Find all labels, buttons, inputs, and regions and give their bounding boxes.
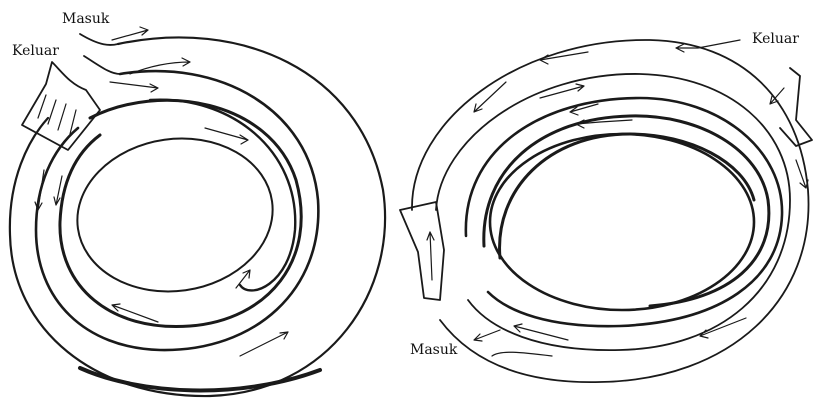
flow-arrow-icon: [540, 84, 584, 98]
right-outer-wall: [412, 40, 809, 382]
flow-arrow-icon: [110, 82, 158, 92]
flow-arrow-icon: [240, 332, 288, 356]
right-wall-3: [466, 98, 782, 326]
left-outer-wall-thick-bottom: [80, 368, 320, 390]
flow-arrow-icon: [700, 318, 746, 338]
right-spiral-diagram: [400, 40, 812, 382]
flow-arrow-icon: [474, 82, 506, 112]
flow-arrow-icon: [236, 270, 250, 288]
left-spiral-diagram: [10, 27, 385, 396]
flow-arrow-icon: [112, 27, 148, 40]
left-outlet-hatch: [38, 95, 76, 134]
left-inner-chamber: [67, 126, 282, 304]
flow-arrow-icon: [427, 232, 434, 280]
flow-arrow-icon: [112, 304, 158, 322]
flow-arrow-icon: [770, 88, 784, 104]
left-wall-3: [60, 100, 301, 326]
right-inlet-label: Masuk: [410, 343, 457, 357]
left-outlet-label: Keluar: [12, 44, 59, 58]
right-inlet-tail: [492, 352, 552, 356]
flow-arrow-icon: [474, 330, 500, 341]
right-inner-chamber: [490, 134, 754, 310]
right-outlet-label: Keluar: [752, 32, 799, 46]
flow-arrow-icon: [540, 52, 588, 64]
left-inlet-label: Masuk: [62, 12, 109, 26]
right-wall-5: [500, 134, 754, 258]
left-outer-wall: [10, 37, 385, 396]
left-wall-4: [150, 100, 295, 291]
right-inlet-pipe: [400, 202, 444, 300]
